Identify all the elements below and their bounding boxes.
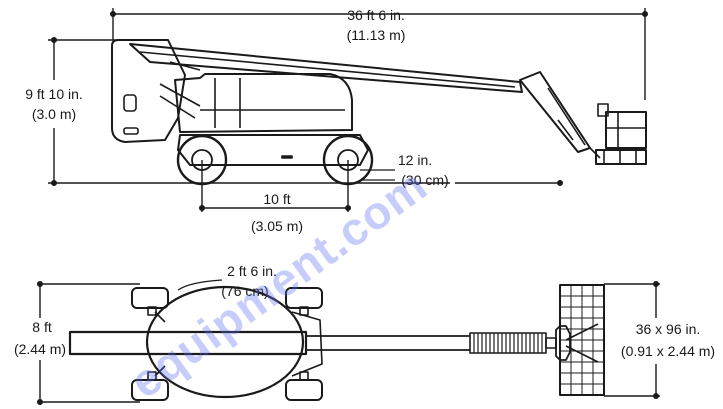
wheel-top-left-rear: [131, 287, 169, 309]
wheelbase-metric: (3.05 m): [251, 218, 303, 234]
main-boom: [129, 43, 523, 93]
front-wheel: [322, 134, 374, 186]
jib-arm: [519, 71, 591, 153]
dimension-labels: 36 ft 6 in. (11.13 m) 9 ft 10 in. (3.0 m…: [14, 7, 715, 359]
tail-swing-leader: [177, 279, 223, 291]
platform-imperial: 36 x 96 in.: [636, 321, 701, 337]
width-imperial: 8 ft: [32, 319, 52, 335]
counterweight: [111, 39, 186, 143]
rear-wheel: [176, 134, 228, 186]
wheelbase-dimension: [199, 160, 351, 212]
width-metric: (2.44 m): [14, 341, 66, 357]
turntable-top: [145, 285, 305, 399]
platform-side: [589, 103, 647, 165]
chassis: [177, 134, 369, 166]
overall-length-metric: (11.13 m): [347, 27, 406, 43]
platform-top: [559, 284, 605, 396]
height-metric: (3.0 m): [32, 106, 76, 122]
wheel-top-right-front: [285, 379, 323, 401]
top-view: [36, 279, 660, 405]
overall-length-dimension: [110, 8, 648, 100]
engine-cover: [174, 73, 353, 133]
platform-metric: (0.91 x 2.44 m): [621, 343, 715, 359]
clearance-imperial: 12 in.: [398, 152, 432, 168]
wheel-top-left-front: [285, 287, 323, 309]
tail-swing-imperial: 2 ft 6 in.: [227, 263, 277, 279]
tail-swing-metric: (76 cm): [221, 283, 268, 299]
clearance-metric: (30 cm): [401, 172, 448, 188]
ground-clearance-dimension: [360, 169, 395, 181]
counterweight-window: [123, 94, 137, 112]
width-dimension: [36, 280, 140, 405]
side-view: [48, 8, 648, 212]
height-dimension: [48, 36, 120, 187]
boom-hatching: [473, 333, 543, 353]
boom-top: [68, 330, 308, 356]
overall-length-imperial: 36 ft 6 in.: [347, 7, 405, 23]
height-imperial: 9 ft 10 in.: [25, 86, 83, 102]
platform-dimension: [604, 280, 660, 399]
wheelbase-imperial: 10 ft: [263, 191, 290, 207]
